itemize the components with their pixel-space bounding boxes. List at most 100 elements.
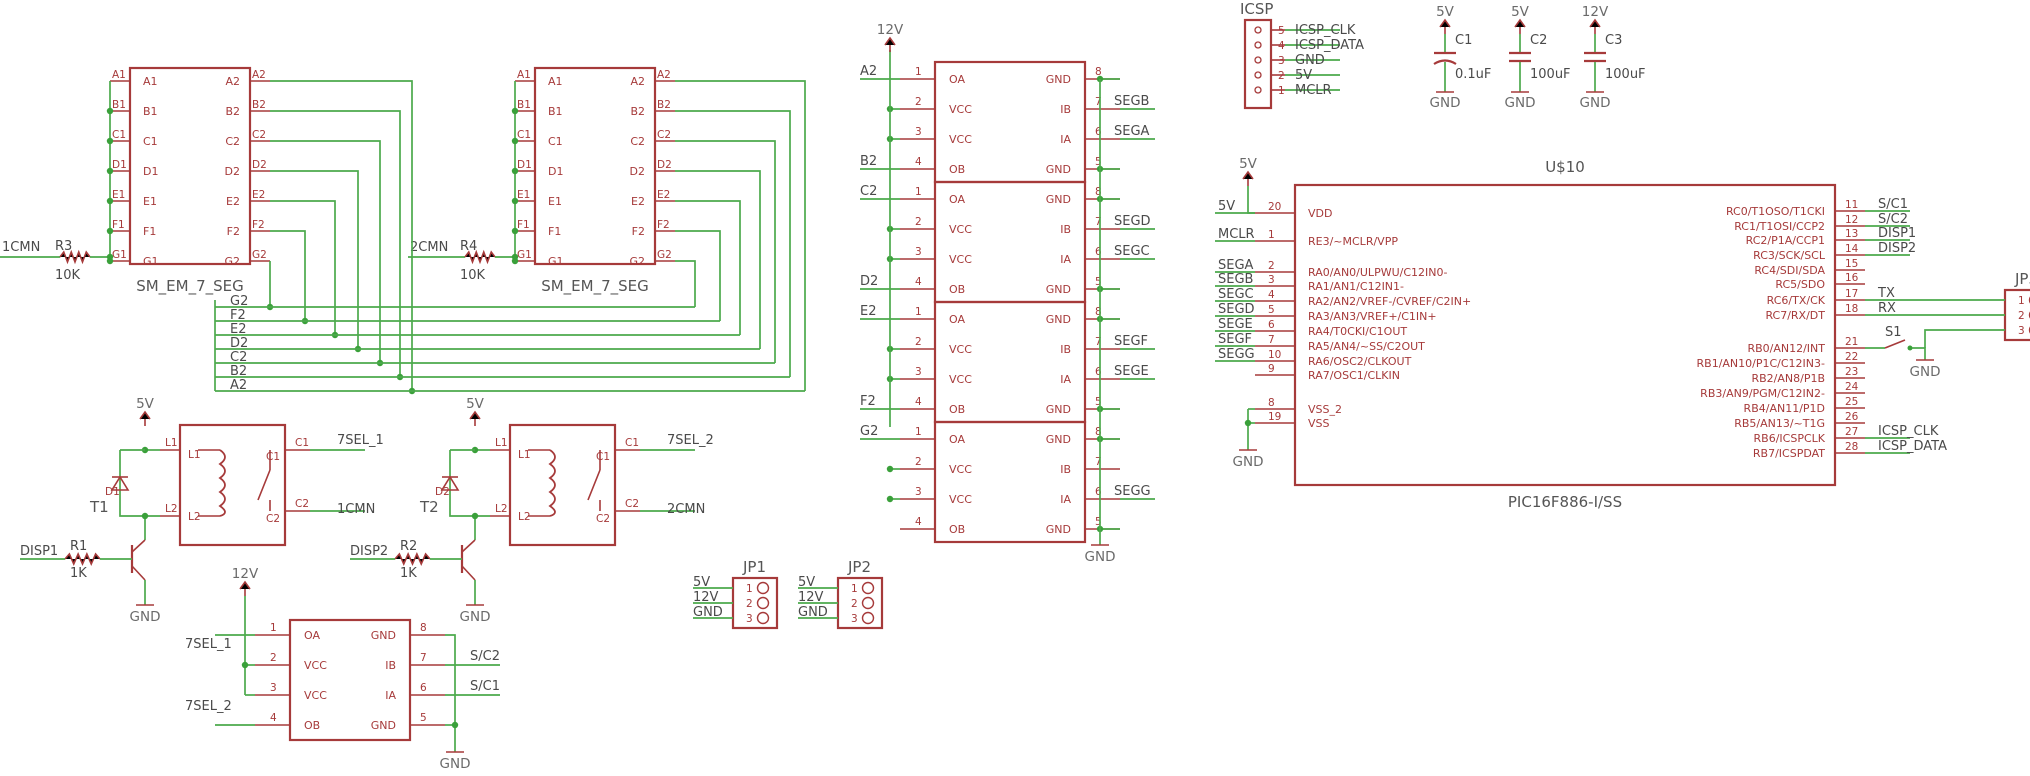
gnd-label: GND [1085,549,1116,565]
relay-pin-name: C1 [266,451,280,463]
relay-pin-num: L1 [495,437,508,449]
supply-arrow [1514,18,1526,28]
pin-name-right: E2 [226,195,240,208]
junction-dot [471,512,479,520]
icsp-pin-num: 2 [1278,70,1285,82]
supply-label: 5V [1239,156,1258,172]
relay-pin-name: C2 [266,513,280,525]
mcu-ref: U$10 [1545,158,1585,176]
seg-part-name: SM_EM_7_SEG [136,277,244,296]
driver-pin-num-right: 5 [1095,396,1102,408]
supply-arrow [1242,170,1254,180]
pin-num-left: C1 [517,129,531,141]
mcu-net-label-right: S/C1 [1878,197,1908,212]
driver-pin-num-right: 7 [1095,456,1102,468]
diode-triangle [440,475,460,491]
supply-label: 12V [877,22,904,38]
pin-num-right: B2 [657,99,671,111]
mcu-pin-num-right: 28 [1845,441,1858,453]
driver-pin-name-right: IB [1060,223,1071,236]
bus-net-label: E2 [230,322,247,337]
mcu-pin-num-right: 16 [1845,272,1859,284]
driver-out7-label: SEGF [1114,334,1148,349]
mcu-pin-num-right: 24 [1845,381,1859,393]
pin-name: OA [304,629,320,642]
driver-pin-num-right: 7 [1095,336,1102,348]
driver-pin-num-left: 3 [915,486,922,498]
mcu-pin-num-left: 2 [1268,260,1275,272]
driver-pin-num-right: 5 [1095,276,1102,288]
pin-num: 5 [420,712,427,724]
junction-dot [106,253,114,261]
supply-label: 12V [232,566,259,582]
driver-pin-name-left: VCC [949,493,972,506]
cap-plate-curved [1433,59,1457,65]
relay-pin-num: L2 [495,503,508,515]
r3-name: R3 [55,239,72,254]
junction-dot [106,107,114,115]
pin-num-left: G1 [517,249,532,261]
mcu-pin-name-right: RB2/AN8/P1B [1751,372,1825,385]
pin-name-left: F1 [548,225,561,238]
driver-in4-label: D2 [860,274,878,289]
jumper-name: JP3 [2014,270,2030,288]
mcu-pin-name-right: RC4/SDI/SDA [1754,264,1825,277]
mcu-pin-num-right: 13 [1845,228,1858,240]
pin-name: GND [371,629,396,642]
mcu-pin-name-right: RC1/T1OSI/CCP2 [1734,220,1825,233]
driver-in4-label: F2 [860,394,876,409]
mcu-pin-num-left: 3 [1268,274,1275,286]
bus-drop-left [270,170,359,349]
driver-pin-name-right: IA [1060,493,1071,506]
driver-pin-name-left: VCC [949,223,972,236]
mcu-pin-name-left: RA1/AN1/C12IN1- [1308,280,1404,293]
cap-name: C1 [1455,33,1472,48]
driver-pin-name-left: OB [949,523,965,536]
pin-name-right: G2 [629,255,645,268]
pin-name-left: A1 [548,75,563,88]
seg-body [533,66,657,266]
driver-pin-num-right: 5 [1095,516,1102,528]
pin-num: 3 [270,682,277,694]
junction-dot [241,661,249,669]
pin-name-right: B2 [225,105,240,118]
mcu-pin-name-right: RC3/SCK/SCL [1753,249,1826,262]
resistor-zigzag [394,552,431,566]
contact-arm [257,469,271,501]
bus-drop-right [675,230,721,321]
icsp-pin [1254,26,1262,34]
mcu-pin-num-right: 26 [1845,411,1859,423]
driver-pin-name-left: OA [949,73,965,86]
jumper-pin-num: 2 [746,598,753,610]
pin-name-left: E1 [548,195,562,208]
relay-coil [548,449,556,517]
s1-to-jp3 [1924,329,2005,348]
supply-arrow [1589,18,1601,28]
driver-pin-num-left: 4 [915,156,922,168]
icsp-pin-num: 5 [1278,25,1285,37]
driver-pin-num-right: 8 [1095,186,1102,198]
driver-in1-label: A2 [860,64,877,79]
supply-label: 12V [1582,4,1609,20]
pin-name-right: B2 [630,105,645,118]
mcu-pin-num-right: 27 [1845,426,1858,438]
icsp-pin-num: 1 [1278,85,1285,97]
pin-name: GND [371,719,396,732]
junction-dot [511,167,519,175]
mcu-pin-name-right: RC2/P1A/CCP1 [1746,234,1825,247]
in4-label: 7SEL_2 [185,699,232,714]
mcu-net-label-right: ICSP_DATA [1878,439,1947,454]
mcu-part: PIC16F886-I/SS [1508,493,1622,511]
emitter [461,565,476,581]
pin-num-right: A2 [252,69,266,81]
pin-num: 7 [420,652,427,664]
r4-value: 10K [460,268,486,283]
driver-pin-name-right: GND [1046,403,1071,416]
mcu-pin-num-right: 25 [1845,396,1858,408]
